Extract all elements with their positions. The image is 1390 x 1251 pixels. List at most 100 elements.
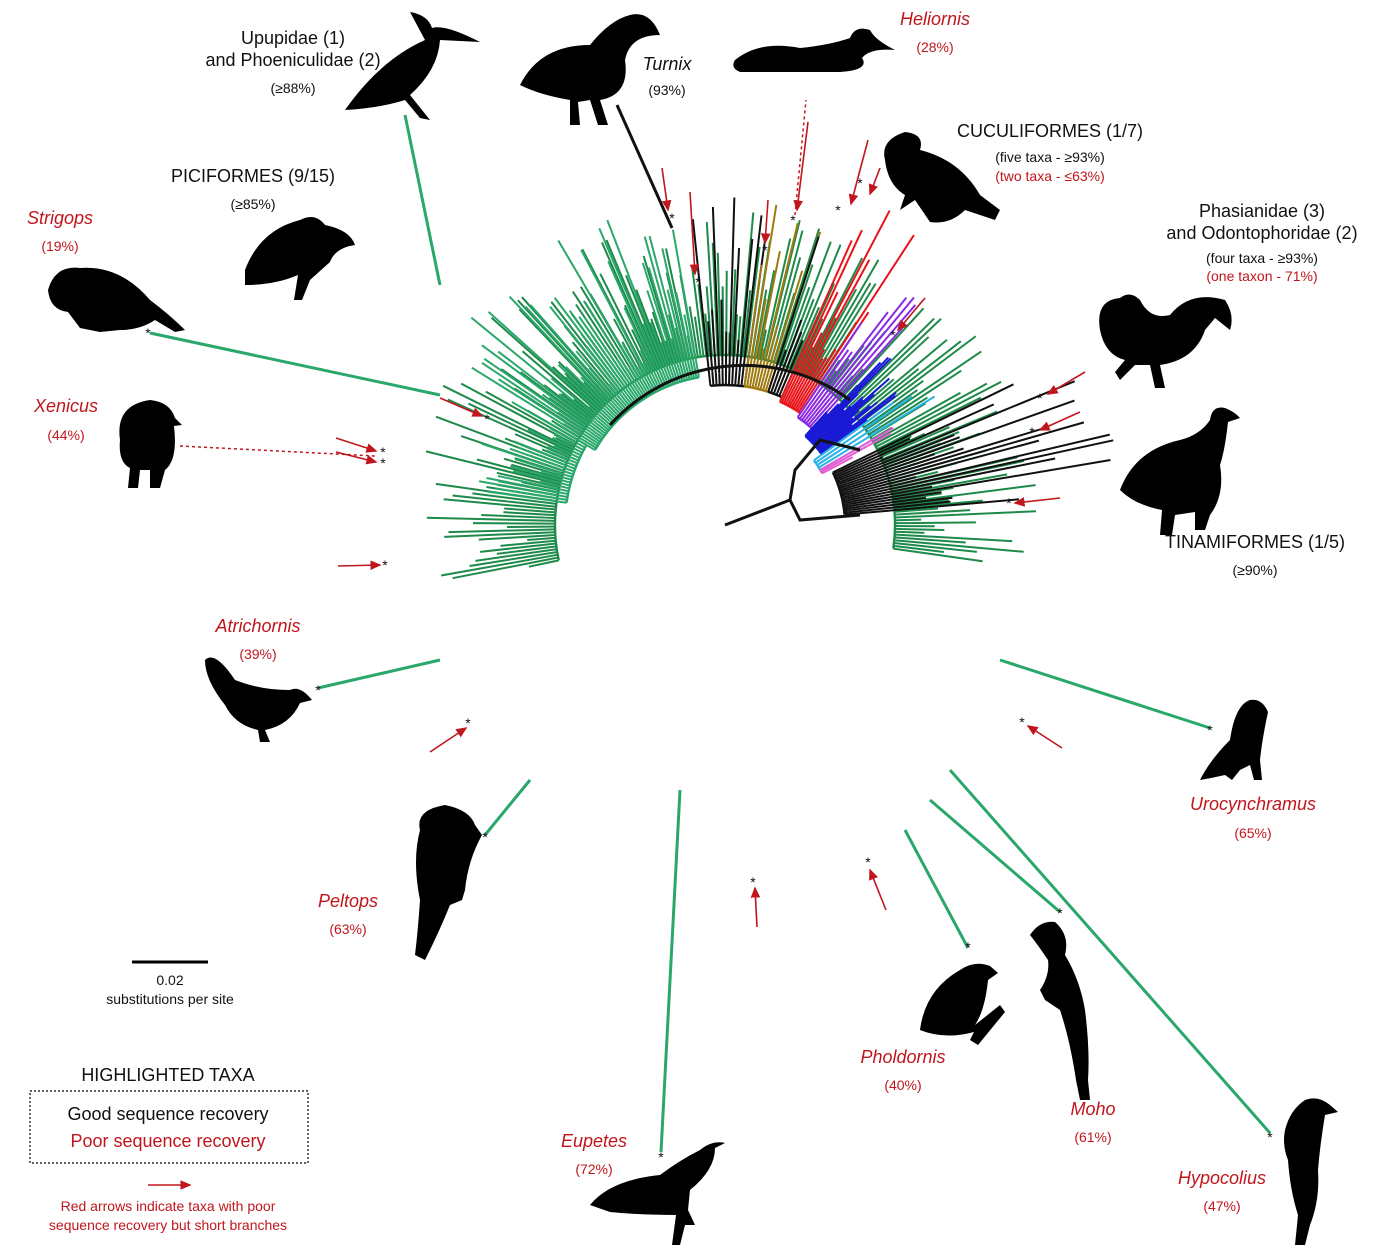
upupidae-pct: (≥88%)	[270, 80, 315, 96]
tree-branch	[473, 523, 553, 524]
red-arrow	[1015, 498, 1060, 503]
eupetes-name: Eupetes	[561, 1131, 627, 1151]
tree-branch	[768, 388, 769, 392]
red-arrow	[1048, 372, 1085, 394]
phylogenetic-tree	[426, 198, 1113, 579]
phasianidae-line1: Phasianidae (3)	[1199, 201, 1325, 221]
tree-branch	[543, 546, 556, 548]
peltops-silhouette	[415, 805, 482, 960]
tree-branch	[701, 340, 703, 356]
atrichornis-silhouette	[205, 658, 312, 743]
red-arrow	[338, 565, 380, 566]
legend-title: HIGHLIGHTED TAXA	[81, 1065, 254, 1085]
tree-branch	[540, 505, 556, 507]
tree-branch	[580, 448, 584, 450]
tree-branch	[736, 340, 738, 368]
turnix-branch	[617, 105, 672, 228]
red-arrow	[755, 888, 757, 927]
urocynchramus-pct: (65%)	[1234, 825, 1271, 841]
tree-branch	[894, 543, 902, 544]
red-arrow	[870, 168, 880, 194]
pholdornis-silhouette	[920, 964, 1005, 1045]
strigops-name: Strigops	[27, 208, 93, 228]
tree-branch	[547, 512, 555, 513]
tree-branch	[905, 522, 976, 523]
asterisk: *	[1037, 390, 1043, 406]
tree-branch	[779, 391, 781, 396]
tree-arc	[710, 385, 744, 386]
atrichornis-name: Atrichornis	[214, 616, 300, 636]
tree-branch	[448, 530, 541, 532]
tree-branch	[758, 387, 759, 389]
tree-branch	[907, 532, 925, 533]
tree-branch	[549, 552, 557, 553]
asterisk: *	[750, 874, 756, 890]
hypocolius-name: Hypocolius	[1178, 1168, 1266, 1188]
moho-pct: (61%)	[1074, 1129, 1111, 1145]
red-arrow	[1028, 726, 1062, 748]
asterisk: *	[695, 274, 701, 290]
tree-branch	[545, 560, 558, 563]
legend-arrow-line2: sequence recovery but short branches	[49, 1217, 287, 1233]
tree-branch	[721, 300, 722, 371]
tree-branch	[549, 541, 556, 542]
tree-branch	[804, 419, 806, 422]
tree-branch	[551, 558, 559, 559]
tree-branch	[904, 529, 944, 530]
tree-branch	[842, 498, 847, 499]
tree-branch	[684, 378, 685, 381]
cuculiformes-good: (five taxa - ≥93%)	[995, 149, 1105, 165]
tinamiformes-name: TINAMIFORMES (1/5)	[1165, 532, 1345, 552]
woodpecker-silhouette	[245, 217, 355, 300]
legend-arrow-line1: Red arrows indicate taxa with poor	[61, 1198, 276, 1214]
tree-branch	[816, 460, 820, 463]
red-arrow	[336, 438, 376, 451]
upupidae-line1: Upupidae (1)	[241, 28, 345, 48]
tree-branch	[895, 517, 912, 518]
asterisk: *	[790, 212, 796, 228]
heliornis-pct: (28%)	[916, 39, 953, 55]
pholdornis-pct: (40%)	[884, 1077, 921, 1093]
tree-branch	[786, 402, 787, 405]
xenicus-pct: (44%)	[47, 427, 84, 443]
cuckoo-silhouette	[884, 132, 1000, 223]
asterisk: *	[762, 242, 768, 258]
tree-branch	[549, 509, 555, 510]
piciformes-pct: (≥85%)	[230, 196, 275, 212]
phasianidae-good: (four taxa - ≥93%)	[1206, 250, 1318, 266]
tree-branch	[574, 455, 580, 458]
hypocolius-pct: (47%)	[1203, 1198, 1240, 1214]
legend-good: Good sequence recovery	[67, 1104, 268, 1124]
tree-branch	[766, 383, 768, 391]
piciformes-name: PICIFORMES (9/15)	[171, 166, 335, 186]
tree-branch	[817, 464, 818, 465]
eupetes-pct: (72%)	[575, 1161, 612, 1177]
tree-branch	[712, 371, 713, 385]
tree-branch	[580, 452, 582, 453]
asterisk: *	[382, 557, 388, 573]
asterisk: *	[965, 939, 971, 955]
xenicus-silhouette	[119, 400, 182, 488]
heliornis-name: Heliornis	[900, 9, 970, 29]
asterisk: *	[145, 325, 151, 341]
asterisk: *	[484, 411, 490, 427]
tree-branch	[738, 373, 739, 386]
asterisk: *	[1019, 714, 1025, 730]
tree-branch	[747, 379, 748, 387]
tree-branch	[738, 316, 740, 343]
tree-branch	[566, 484, 570, 485]
asterisk: *	[1006, 495, 1012, 511]
tree-branch	[837, 480, 840, 481]
tree-branch	[565, 493, 568, 494]
tree-branch	[777, 393, 778, 395]
red-arrow	[430, 728, 466, 752]
cuculiformes-poor: (two taxa - ≤63%)	[995, 168, 1105, 184]
red-arrow	[662, 168, 668, 210]
tree-branch	[735, 368, 736, 386]
tinamou-silhouette	[1120, 408, 1240, 536]
tree-branch	[696, 349, 697, 358]
tree-branch	[541, 514, 555, 515]
legend: HIGHLIGHTED TAXA Good sequence recovery …	[30, 1065, 308, 1233]
asterisk: *	[1207, 722, 1213, 738]
